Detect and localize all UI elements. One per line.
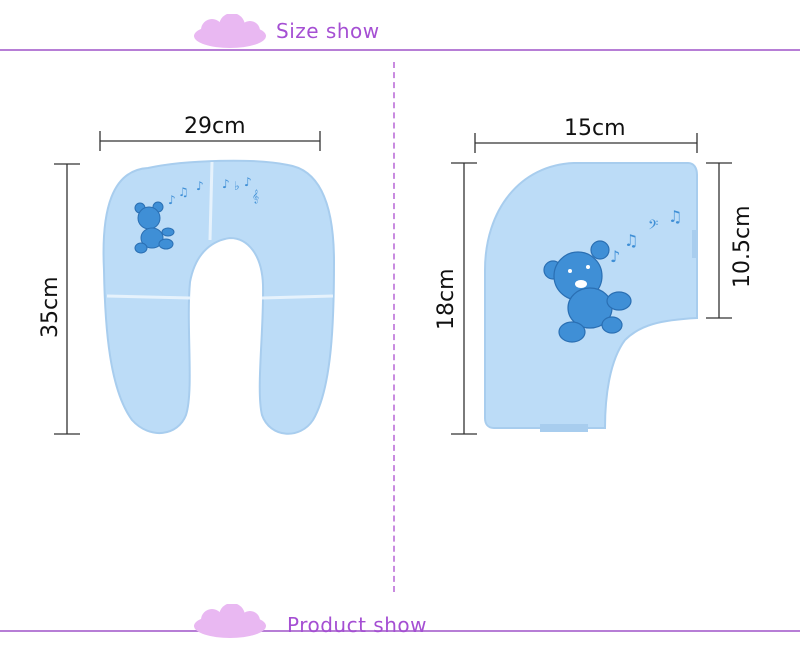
svg-text:♭: ♭ (234, 179, 240, 193)
svg-text:♪: ♪ (244, 175, 252, 189)
height-dimension-right (451, 162, 477, 435)
height-label-left: 35cm (38, 276, 63, 338)
svg-text:𝄞: 𝄞 (252, 189, 259, 203)
svg-text:♪: ♪ (196, 179, 204, 193)
depth-dimension-right (706, 162, 732, 319)
svg-text:♫: ♫ (624, 231, 638, 250)
section-header-size: Size show (0, 10, 800, 51)
width-label-left: 29cm (184, 114, 246, 139)
folded-potty-seat: ♪ ♫ 𝄢 ♫ (484, 162, 698, 432)
svg-text:♫: ♫ (178, 185, 189, 199)
music-notes-icon: ♪ ♫ 𝄢 ♫ (610, 207, 682, 266)
header-divider-line (0, 49, 800, 51)
svg-text:♫: ♫ (668, 207, 682, 226)
section-title: Size show (276, 19, 380, 43)
unfolded-potty-seat: ♪ ♫ ♪ ♪ ♭ ♪ 𝄞 (102, 159, 336, 435)
center-divider (393, 62, 395, 592)
section-header-product: Product show (0, 600, 800, 640)
height-label-right: 18cm (434, 268, 459, 330)
width-dimension-left (99, 131, 321, 151)
cloud-icon (194, 14, 266, 48)
footer-divider-line (0, 630, 800, 632)
width-label-right: 15cm (564, 116, 626, 141)
svg-text:♪: ♪ (222, 177, 230, 191)
section-title: Product show (287, 613, 427, 637)
bear-icon (543, 240, 632, 343)
depth-label-right: 10.5cm (730, 205, 755, 288)
svg-text:𝄢: 𝄢 (648, 217, 658, 236)
width-dimension-right (474, 133, 698, 153)
svg-text:♪: ♪ (168, 193, 176, 207)
cloud-icon (194, 604, 266, 638)
height-dimension-left (54, 163, 80, 435)
bear-icon (134, 201, 175, 254)
music-notes-icon: ♪ ♫ ♪ ♪ ♭ ♪ 𝄞 (168, 175, 259, 207)
svg-text:♪: ♪ (610, 247, 620, 266)
